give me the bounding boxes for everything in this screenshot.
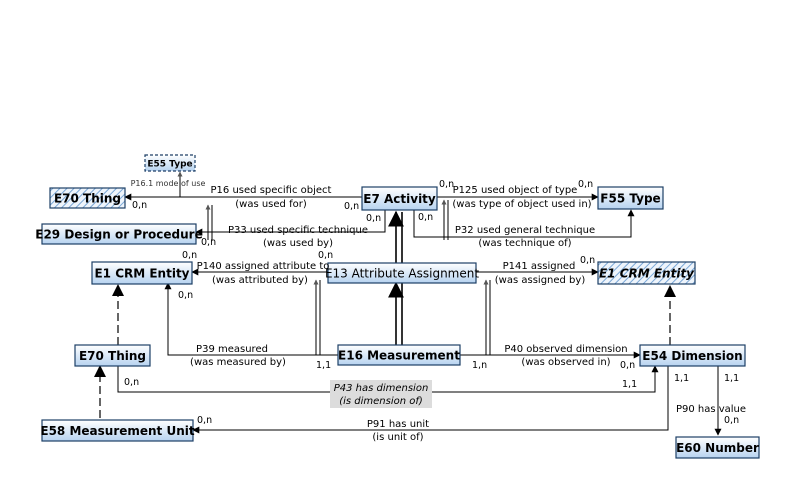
card-p39-e1: 0,n [178,290,193,301]
p91-label: P91 has unit [367,419,429,430]
card-p90-e54: 1,1 [724,373,739,384]
p33-label: P33 used specific technique [228,225,368,236]
entity-label: E13 Attribute Assignment [325,267,479,281]
card-p91-e58: 0,n [197,415,212,426]
p39-label-inverse: (was measured by) [190,357,286,368]
p43-label-bg [330,380,432,408]
p125-label-inverse: (was type of object used in) [452,199,591,210]
card-p33-e7: 0,n [366,213,381,224]
entity-label: E16 Measurement [338,349,460,363]
p16-label-inverse: (was used for) [235,199,307,210]
entity-label: E60 Number [676,441,759,455]
entity-label: E7 Activity [363,192,436,206]
entity-e60-number[interactable]: E60 Number [675,436,760,459]
entity-label: E70 Thing [54,192,121,206]
p39-line [164,282,338,356]
entity-label: E1 CRM Entity [94,267,189,281]
card-p140-e1-top: 0,n [182,250,197,261]
entity-e29-design-or-procedure[interactable]: E29 Design or Procedure [35,223,203,245]
p16-1-label: P16.1 mode of use [131,179,206,188]
p32-line [413,209,635,238]
card-p39-e16: 1,1 [316,360,331,371]
p91-label-inverse: (is unit of) [372,432,423,443]
p32-label: P32 used general technique [455,225,595,236]
entity-label: E70 Thing [79,349,146,363]
card-p16-e7: 0,n [344,201,359,212]
card-p91-e54: 1,1 [674,373,689,384]
p91-line [192,366,669,434]
p40-label: P40 observed dimension [504,344,627,355]
p90-label: P90 has value [676,404,746,415]
p141-label-inverse: (was assigned by) [495,275,586,286]
p43-label-inverse: (is dimension of) [339,396,423,407]
p140-label: P140 assigned attribute to [197,261,330,272]
card-p16-e70: 0,n [132,200,147,211]
p141-label: P141 assigned [503,261,576,272]
card-p40-e16: 1,n [472,360,487,371]
entity-e1-crm-left[interactable]: E1 CRM Entity [91,261,193,285]
card-p40-e54: 0,n [620,360,635,371]
card-p125-f55: 0,n [578,179,593,190]
p125-label: P125 used object of type [453,185,578,196]
entity-e70-thing-mid[interactable]: E70 Thing [74,344,151,367]
p16-label: P16 used specific object [211,185,332,196]
entity-label: E1 CRM Entity [599,267,695,281]
entity-e54-dimension[interactable]: E54 Dimension [639,344,746,367]
entity-label: F55 Type [600,192,660,206]
entity-e58-measurement-unit[interactable]: E58 Measurement Unit [40,419,195,442]
p140-label-inverse: (was attributed by) [212,275,308,286]
p33-line [195,210,386,236]
card-p32-e7: 0,n [418,212,433,223]
entity-f55-type[interactable]: F55 Type [597,186,664,210]
p32-label-inverse: (was technique of) [478,238,571,249]
card-p141-e1r: 0,n [580,255,595,266]
entity-label: E55 Type [147,160,192,170]
entity-e70-thing-top[interactable]: E70 Thing [49,187,126,209]
p43-label: P43 has dimension [334,383,429,394]
entity-label: E29 Design or Procedure [35,228,202,242]
p40-label-inverse: (was observed in) [521,357,610,368]
entity-e55-type[interactable]: E55 Type [144,154,196,172]
entity-e7-activity[interactable]: E7 Activity [361,186,438,211]
entity-e1-crm-right[interactable]: E1 CRM Entity [597,261,696,285]
card-p43-e54: 1,1 [622,379,637,390]
entity-label: E54 Dimension [642,349,742,363]
card-p33-e29: 0,n [201,237,216,248]
entity-e16-measurement[interactable]: E16 Measurement [337,344,461,366]
card-p43-e70: 0,n [124,377,139,388]
card-p90-e60: 0,n [724,415,739,426]
p39-label: P39 measured [196,344,268,355]
entity-e13-attribute-assignment[interactable]: E13 Attribute Assignment [325,262,479,284]
p33-label-inverse: (was used by) [263,238,333,249]
card-p140-e13: 0,n [318,250,333,261]
entity-label: E58 Measurement Unit [40,424,194,438]
card-p125-e7: 0,n [439,179,454,190]
